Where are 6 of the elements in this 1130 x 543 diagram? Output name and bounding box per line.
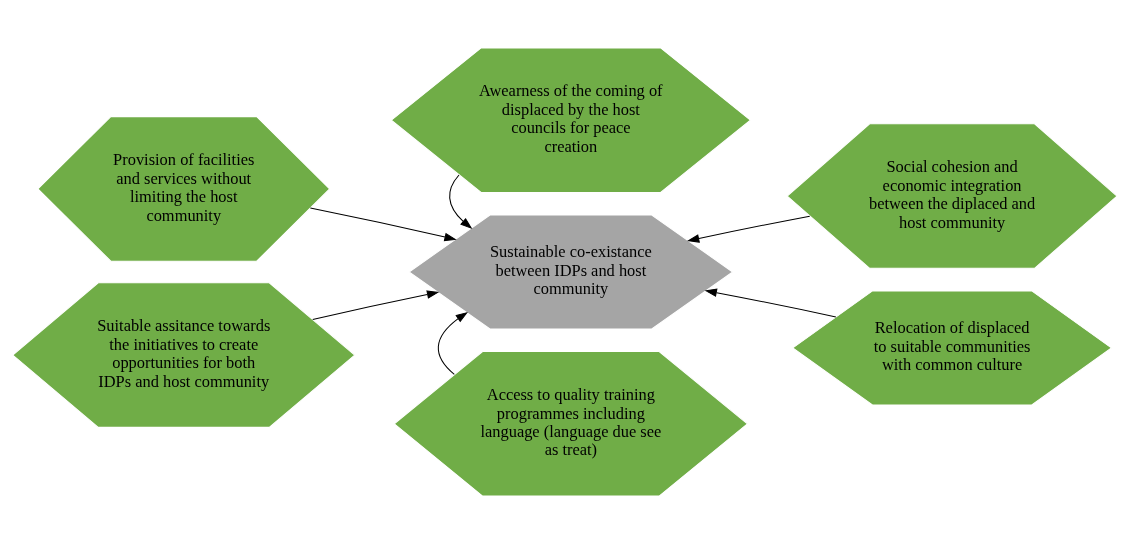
arrow <box>437 311 468 375</box>
arrow <box>449 173 473 229</box>
arrow <box>704 288 837 318</box>
arrow <box>312 289 440 320</box>
arrow <box>309 207 457 241</box>
arrow <box>686 215 811 243</box>
